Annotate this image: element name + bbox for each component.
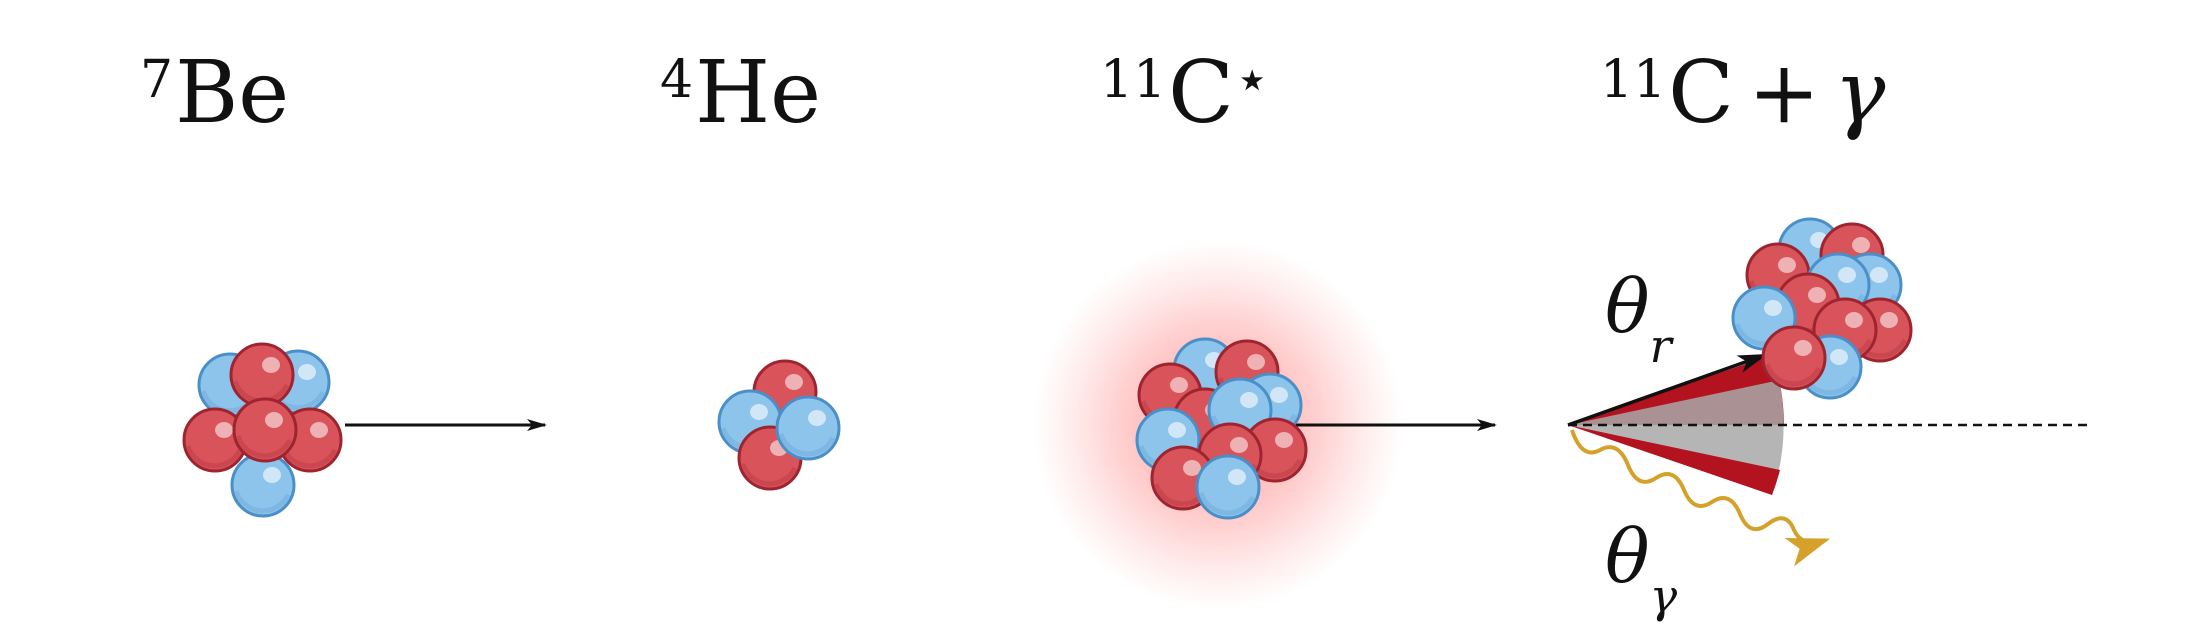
c11-recoil-nucleus [1731,217,1913,400]
nuclei-layer [182,217,1913,520]
label-he4-symbol: He [695,43,821,143]
c11-excited-nucleus [1135,337,1308,520]
label-be7-symbol: Be [175,43,290,143]
gamma-cone-red [1568,425,1780,495]
be7-nucleus [182,342,343,518]
gamma-ray-path [1570,429,1831,567]
label-products: 11C+γ [1600,50,1885,136]
label-he4: 4He [660,50,821,136]
neutron-sphere [1195,454,1261,520]
label-c11-excited-mark: ⋆ [1233,45,1271,113]
label-c11-excited: 11C⋆ [1100,50,1270,136]
label-c11-excited-symbol: C [1168,43,1234,143]
theta-recoil-symbol: θ [1605,264,1650,350]
label-products-gamma: γ [1834,43,1886,143]
theta-recoil-label: θr [1605,270,1672,369]
label-products-operator: + [1747,43,1821,143]
label-products-symbol: C [1668,43,1734,143]
theta-gamma-symbol: θ [1605,514,1650,600]
label-be7-mass: 7 [140,50,174,110]
theta-gamma-sub: γ [1649,568,1678,623]
label-products-mass: 11 [1600,50,1667,110]
theta-gamma-label: θγ [1605,520,1677,619]
label-c11-excited-mass: 11 [1100,50,1167,110]
recoil-direction-arrow [1567,353,1768,427]
proton-sphere [229,342,295,408]
neutron-sphere [230,452,296,518]
label-be7: 7Be [140,50,289,136]
theta-recoil-sub: r [1649,318,1672,373]
label-he4-mass: 4 [660,50,694,110]
proton-sphere [232,397,298,463]
neutron-sphere [775,395,841,461]
he4-nucleus [717,359,841,491]
proton-sphere [182,407,248,473]
proton-sphere [1761,325,1827,391]
